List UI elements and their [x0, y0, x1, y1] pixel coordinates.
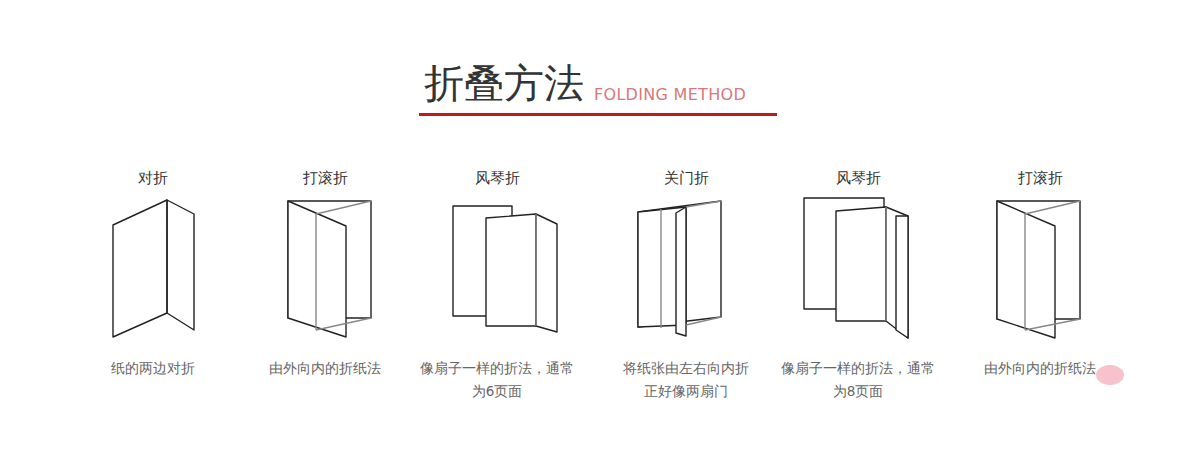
fold-description: 像扇子一样的折法，通常 为6页面 — [413, 357, 581, 403]
roll-fold-figure — [288, 201, 371, 337]
fold-description: 由外向内的折纸法 — [241, 357, 409, 380]
gate-fold-figure — [638, 201, 721, 336]
accordion-fold-8-figure — [804, 198, 908, 338]
watermark-blot — [1096, 365, 1124, 385]
page-title: 折叠方法 — [424, 63, 584, 103]
fold-name: 打滚折 — [303, 169, 348, 187]
fold-description: 像扇子一样的折法，通常 为8页面 — [774, 357, 942, 403]
title-underline — [419, 113, 777, 116]
fold-name: 风琴折 — [475, 169, 520, 187]
accordion-fold-6-figure — [453, 206, 557, 332]
half-fold-figure — [113, 200, 194, 337]
fold-name: 打滚折 — [1018, 169, 1063, 187]
fold-name: 风琴折 — [836, 169, 881, 187]
fold-description: 将纸张由左右向内折 正好像两扇门 — [602, 357, 770, 403]
fold-name: 关门折 — [664, 169, 709, 187]
fold-description: 由外向内的折纸法 — [956, 357, 1124, 380]
fold-name: 对折 — [138, 169, 168, 187]
title-subtitle: FOLDING METHOD — [594, 87, 746, 103]
fold-description: 纸的两边对折 — [69, 357, 237, 380]
roll-fold-figure — [997, 201, 1080, 338]
